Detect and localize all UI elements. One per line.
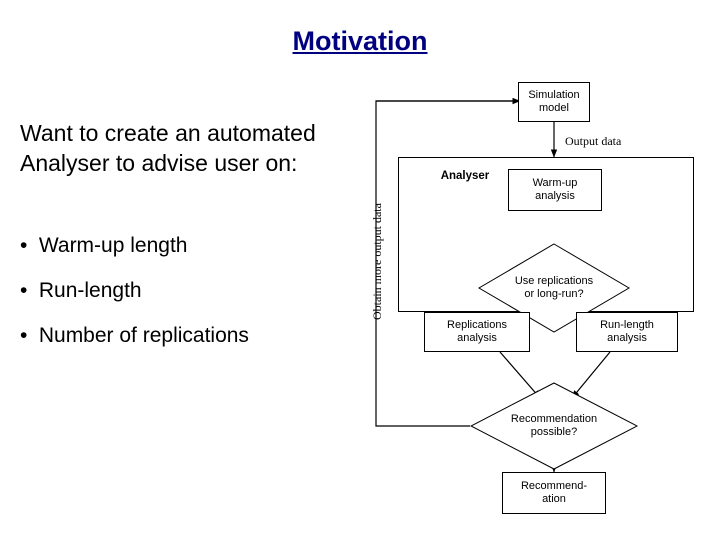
node-warm-up-analysis-label: Warm-up analysis <box>532 177 578 202</box>
node-replications-analysis-label: Replications analysis <box>447 319 507 344</box>
bullet-list: • Warm-up length • Run-length • Number o… <box>20 234 360 369</box>
edge-label-obtain-more-output-data: Obtain more output data <box>370 203 384 320</box>
node-analyser-label: Analyser <box>440 169 490 182</box>
node-simulation-model[interactable]: Simulation model <box>518 82 590 122</box>
node-recommendation-possible[interactable]: Recommendation possible? <box>470 382 638 470</box>
list-item: • Number of replications <box>20 324 360 348</box>
node-simulation-model-label: Simulation model <box>528 89 580 114</box>
node-use-replications-or-long-run[interactable]: Use replications or long-run? <box>478 243 630 333</box>
node-recommendation-label: Recommend- ation <box>520 480 588 505</box>
node-analyser: Analyser <box>430 167 500 185</box>
list-item-label: Number of replications <box>38 324 249 347</box>
edge-label-output-data: Output data <box>565 134 622 148</box>
bullet-marker-icon: • <box>20 324 28 347</box>
list-item: • Run-length <box>20 279 360 303</box>
node-run-length-analysis[interactable]: Run-length analysis <box>576 312 678 352</box>
list-item-label: Warm-up length <box>38 234 188 257</box>
node-recommendation-possible-label: Recommendation possible? <box>510 413 598 438</box>
diamond-shape-icon <box>478 243 630 333</box>
list-item: • Warm-up length <box>20 234 360 258</box>
page-title: Motivation <box>292 26 428 56</box>
diamond-shape-icon <box>470 382 638 470</box>
bullet-marker-icon: • <box>20 279 28 302</box>
bullet-marker-icon: • <box>20 234 28 257</box>
node-replications-analysis[interactable]: Replications analysis <box>424 312 530 352</box>
lead-text: Want to create an automated Analyser to … <box>20 120 316 176</box>
node-run-length-analysis-label: Run-length analysis <box>600 319 654 344</box>
list-item-label: Run-length <box>38 279 142 302</box>
node-warm-up-analysis[interactable]: Warm-up analysis <box>508 169 602 211</box>
node-recommendation[interactable]: Recommend- ation <box>502 472 606 514</box>
node-use-replications-or-long-run-label: Use replications or long-run? <box>514 275 594 300</box>
